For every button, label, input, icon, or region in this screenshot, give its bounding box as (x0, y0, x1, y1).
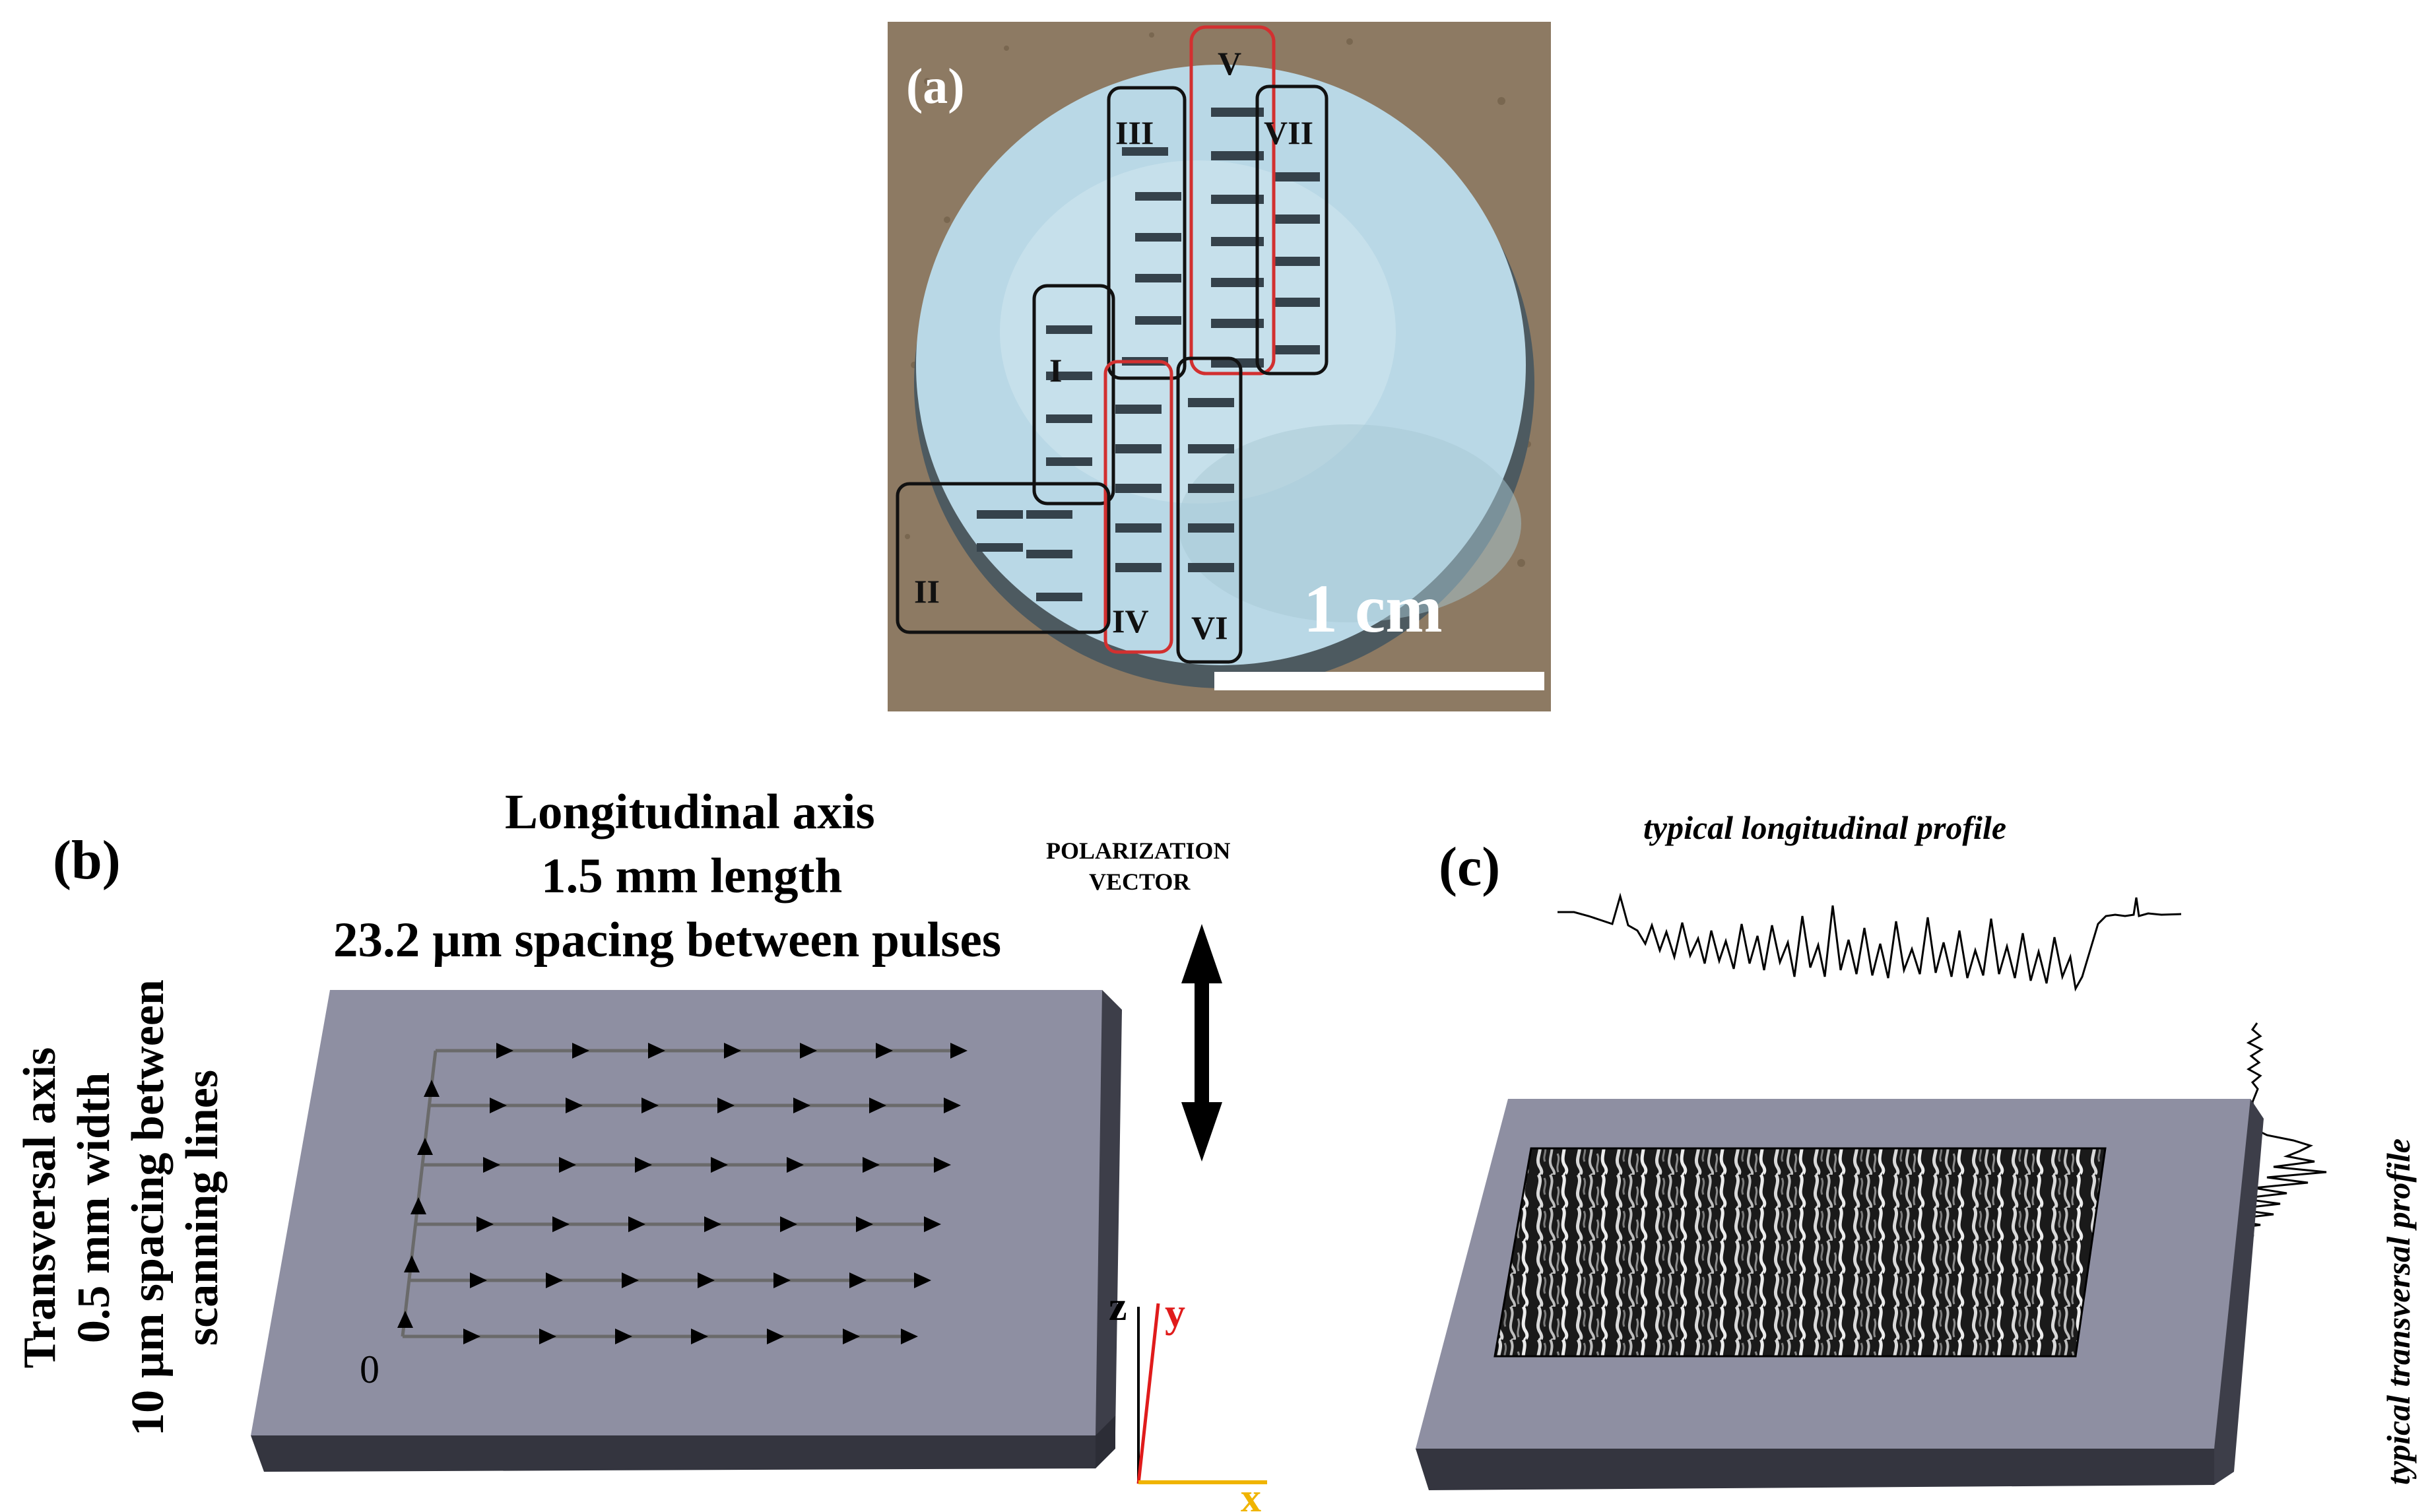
panel-c-label: (c) (1439, 836, 1501, 898)
group-iv-box (1103, 360, 1173, 654)
transversal-axis-title: Transversal axis (15, 1047, 65, 1369)
polarization-arrow (1181, 924, 1222, 1162)
scan-arrows (397, 1043, 968, 1344)
textured-region (1493, 1147, 2107, 1358)
origin-label: 0 (360, 1348, 379, 1391)
longitudinal-profile-trace (1558, 892, 2182, 992)
group-ii-label: II (914, 573, 940, 610)
group-vi-box (1176, 356, 1243, 664)
transversal-scanning-lines: scanning lines (177, 1069, 228, 1346)
transversal-spacing: 10 µm spacing between (123, 979, 174, 1436)
z-axis-label: z (1109, 1284, 1127, 1329)
group-vi-label: VI (1191, 609, 1228, 646)
slab-top-face (251, 990, 1122, 1435)
polarization-label-1: POLARIZATION (1046, 838, 1231, 864)
y-axis-label: y (1165, 1291, 1185, 1336)
polarization-label-2: VECTOR (1089, 869, 1191, 895)
slab-front-face (251, 1435, 1096, 1472)
slab-side-face (2214, 1099, 2264, 1485)
longitudinal-length: 1.5 mm length (541, 849, 843, 904)
slab-side-face (1096, 990, 1122, 1468)
longitudinal-spacing: 23.2 µm spacing between pulses (333, 913, 1002, 968)
scale-bar-label: 1 cm (1303, 571, 1443, 647)
x-axis-label: x (1241, 1476, 1261, 1512)
group-vii-label: VII (1264, 114, 1313, 151)
transversal-text-block: Transversal axis 0.5 mm width 10 µm spac… (13, 911, 230, 1505)
group-iv-label: IV (1112, 603, 1149, 640)
longitudinal-axis-title: Longitudinal axis (505, 785, 875, 839)
group-i-box (1032, 284, 1115, 506)
panel-b-diagram: 0 z y x (251, 924, 1267, 1512)
group-i-label: I (1049, 352, 1062, 389)
slab-front-face (1416, 1449, 2214, 1490)
group-iii-label: III (1115, 114, 1154, 151)
sample-photo: III V VII I IV VI II (888, 22, 1551, 711)
longitudinal-profile-label: typical longitudinal profile (1643, 809, 2007, 846)
group-iii-box (1107, 86, 1187, 380)
panel-a-label: (a) (906, 59, 965, 114)
transversal-width: 0.5 mm width (69, 1072, 119, 1344)
scan-lines (401, 1049, 964, 1338)
group-v-box (1189, 25, 1276, 376)
transversal-profile-label-wrap: typical transversal profile (2379, 1138, 2417, 1485)
group-v-label: V (1218, 45, 1241, 82)
laser-stripes (977, 108, 1320, 601)
panel-b-label: (b) (53, 830, 121, 891)
group-ii-box (896, 482, 1111, 634)
scale-bar (1214, 672, 1544, 690)
transversal-profile-label: typical transversal profile (2380, 1138, 2417, 1485)
panel-c-diagram (1416, 892, 2327, 1490)
y-axis (1136, 1303, 1160, 1484)
panel-a-photo: III V VII I IV VI II 1 cm (a) (888, 22, 1551, 711)
group-vii-box (1255, 84, 1329, 376)
